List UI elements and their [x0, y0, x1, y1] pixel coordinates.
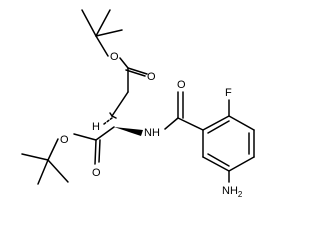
- chemical-structure-diagram: O O O F H NH O O NH2: [21, 9, 255, 199]
- ester-top-oxygen-label: O: [110, 51, 119, 63]
- ester-bottom-carbonyl-oxygen-label: O: [92, 167, 101, 179]
- benzene-ring: [202, 115, 255, 172]
- ester-top-carbonyl-oxygen-label: O: [147, 71, 156, 83]
- amine-nh-text: NH: [222, 185, 238, 197]
- upper-ester-group: [119, 57, 148, 77]
- fluorine-label: F: [225, 87, 232, 99]
- lower-ester-group: [73, 126, 115, 165]
- amine-subscript: 2: [238, 190, 243, 199]
- ester-bottom-oxygen-label: O: [60, 134, 69, 146]
- amide-group: [164, 91, 204, 131]
- lower-tert-butyl-group: [21, 138, 69, 185]
- stereo-hydrogen-bond: [103, 117, 113, 125]
- amide-nh-label: NH: [144, 127, 160, 139]
- wedge-bond-to-nh: [114, 127, 143, 136]
- amide-carbonyl-oxygen-label: O: [177, 79, 186, 91]
- amine-label: NH2: [222, 185, 243, 199]
- glutamate-backbone: [109, 67, 129, 119]
- stereo-hydrogen-label: H: [92, 121, 100, 133]
- upper-tert-butyl-group: [81, 9, 123, 57]
